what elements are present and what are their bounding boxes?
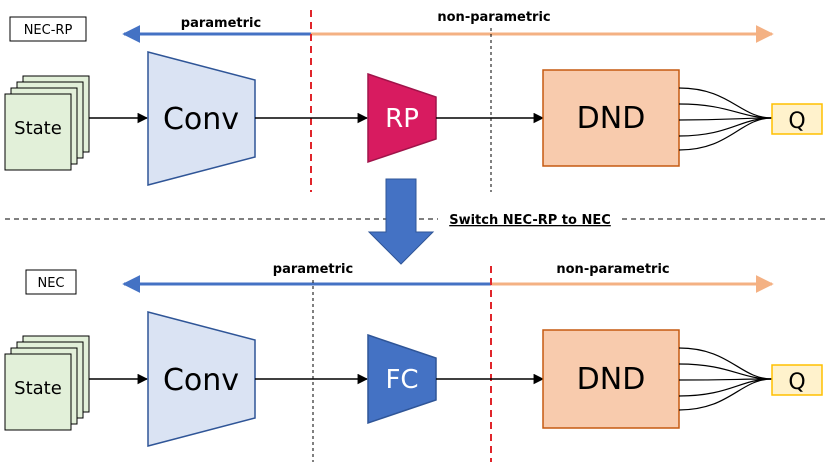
top-panel: NEC-RP parametric non-parametric State C…: [4, 10, 823, 192]
top-q-label: Q: [788, 109, 805, 134]
bottom-fc-label: FC: [385, 365, 418, 395]
top-q-box: [771, 103, 823, 135]
bottom-q-box: [771, 364, 823, 396]
top-nonparametric-label: non-parametric: [437, 10, 550, 25]
bottom-dnd-block: [542, 329, 680, 429]
bottom-nonparametric-label: non-parametric: [556, 262, 669, 277]
bottom-conv-label: Conv: [163, 363, 239, 398]
bottom-dnd-fan: [678, 347, 773, 411]
bottom-dnd-label: DND: [577, 362, 646, 397]
bottom-parametric-label: parametric: [273, 262, 353, 277]
switch-section: Switch NEC-RP to NEC: [5, 178, 825, 265]
top-tag-box: [9, 16, 87, 42]
switch-arrow: [367, 178, 435, 265]
bottom-tag: NEC: [37, 276, 64, 291]
top-parametric-label: parametric: [181, 16, 261, 31]
bottom-state-stack: State: [4, 335, 90, 431]
bottom-fc-block: [367, 333, 437, 425]
bottom-tag-box: [25, 269, 77, 295]
bottom-state-label: State: [14, 378, 62, 399]
top-rp-label: RP: [385, 104, 419, 134]
top-state-stack: State: [4, 75, 90, 171]
top-tag: NEC-RP: [24, 23, 73, 38]
top-conv-label: Conv: [163, 102, 239, 137]
top-dnd-block: [542, 69, 680, 167]
top-rp-block: [367, 72, 437, 164]
bottom-q-label: Q: [788, 370, 805, 395]
bottom-conv-block: [147, 311, 256, 447]
switch-label: Switch NEC-RP to NEC: [449, 213, 611, 228]
top-dnd-fan: [678, 87, 773, 151]
top-conv-block: [147, 51, 256, 186]
top-dnd-label: DND: [577, 101, 646, 136]
bottom-panel: NEC parametric non-parametric State Conv…: [4, 262, 823, 462]
top-state-label: State: [14, 118, 62, 139]
